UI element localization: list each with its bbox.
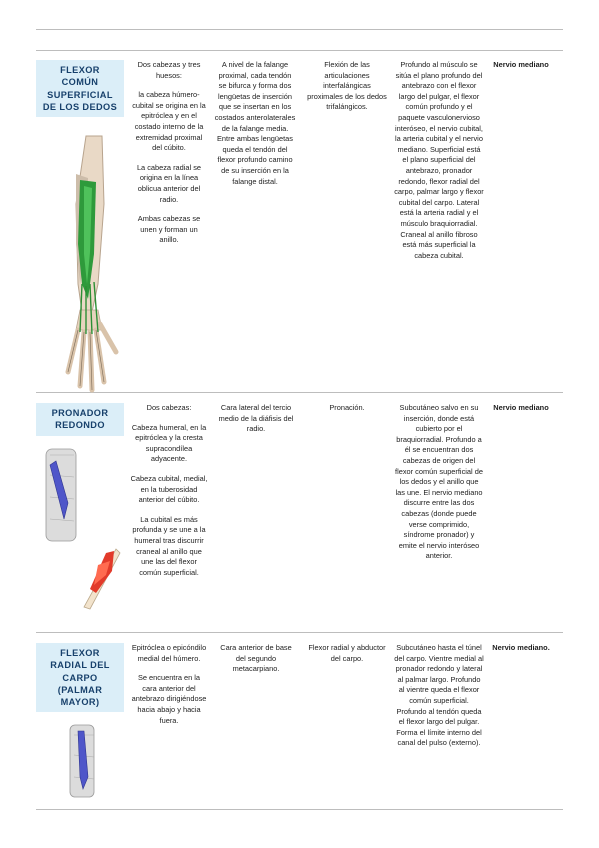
insertion-cell: A nivel de la falange proximal, cada ten… — [214, 60, 296, 196]
muscle-row-flexor-radial-del-carpo: FLEXOR RADIAL DEL CARPO (PALMAR MAYOR) E… — [36, 643, 563, 807]
nerve-cell: Nervio mediano — [484, 403, 558, 423]
muscle-name-box: PRONADOR REDONDO — [36, 403, 124, 436]
origin-text: Dos cabezas y tres huesos: — [137, 60, 201, 80]
origin-text: Dos cabezas: — [146, 403, 192, 412]
origin-text: Cabeza cubital, medial, en la tuberosida… — [130, 473, 208, 505]
nerve-text: Nervio mediano — [493, 60, 549, 69]
action-cell: Flexor radial y abductor del carpo. — [306, 643, 388, 673]
muscle-row-flexor-comun-superficial: FLEXOR COMÚN SUPERFICIAL DE LOS DEDOS Do… — [36, 60, 563, 393]
insertion-text: Cara anterior de base del segundo metaca… — [220, 643, 292, 674]
nerve-cell: Nervio mediano — [484, 60, 558, 80]
origin-text: Epitróclea o epicóndilo medial del húmer… — [131, 643, 207, 663]
muscle-name-line: RADIAL DEL — [50, 660, 110, 671]
origin-text: Ambas cabezas se unen y forman un anillo… — [137, 214, 201, 245]
muscle-name-line: CARPO — [62, 672, 98, 683]
table-bottom-rule — [36, 809, 563, 810]
muscle-name-line: REDONDO — [55, 420, 105, 431]
muscle-name-box: FLEXOR RADIAL DEL CARPO (PALMAR MAYOR) — [36, 643, 124, 713]
action-text: Pronación. — [329, 403, 365, 412]
origin-cell: Epitróclea o epicóndilo medial del húmer… — [130, 643, 208, 735]
action-cell: Pronación. — [306, 403, 388, 423]
nerve-cell: Nervio mediano. — [484, 643, 558, 663]
muscle-name-line: PRONADOR — [51, 408, 109, 418]
action-text: Flexión de las articulaciones interfalán… — [307, 60, 387, 112]
relations-cell: Subcutáneo hasta el túnel del carpo. Vie… — [394, 643, 484, 758]
relations-text: Profundo al músculo se sitúa el plano pr… — [394, 60, 484, 260]
muscle-name-line: SUPERFICIAL — [47, 89, 113, 100]
top-rule — [36, 29, 563, 30]
origin-text: la cabeza húmero-cubital se origina en l… — [132, 90, 206, 153]
row-divider — [36, 392, 563, 393]
relations-text: Subcutáneo salvo en su inserción, donde … — [395, 403, 483, 561]
pronator-forearm-illustration — [45, 448, 77, 542]
muscle-name-line: FLEXOR — [60, 65, 100, 75]
insertion-cell: Cara anterior de base del segundo metaca… — [218, 643, 294, 684]
table-top-rule — [36, 50, 563, 51]
muscle-name-line: (PALMAR — [57, 684, 103, 695]
relations-text: Subcutáneo hasta el túnel del carpo. Vie… — [394, 643, 484, 748]
origin-cell: Dos cabezas y tres huesos: la cabeza húm… — [130, 60, 208, 255]
action-cell: Flexión de las articulaciones interfalán… — [306, 60, 388, 122]
flexor-carpi-radialis-illustration — [69, 724, 95, 798]
muscle-name-line: DE LOS DEDOS — [42, 101, 118, 112]
insertion-text: Cara lateral del tercio medio de la diáf… — [218, 403, 294, 434]
pronator-bone-illustration — [83, 548, 121, 610]
origin-text: La cubital es más profunda y se une a la… — [132, 514, 206, 577]
origin-text: Se encuentra en la cara anterior del ant… — [131, 673, 207, 725]
row-divider — [36, 632, 563, 633]
muscle-name-box: FLEXOR COMÚN SUPERFICIAL DE LOS DEDOS — [36, 60, 124, 118]
muscle-name-line: MAYOR) — [60, 697, 100, 708]
muscle-name-line: FLEXOR — [60, 648, 100, 658]
insertion-text: A nivel de la falange proximal, cada ten… — [214, 60, 296, 186]
origin-text: La cabeza radial se origina en la línea … — [136, 162, 202, 204]
origin-text: Cabeza humeral, en la epitróclea y la cr… — [131, 422, 207, 464]
relations-cell: Subcutáneo salvo en su inserción, donde … — [394, 403, 484, 571]
action-text: Flexor radial y abductor del carpo. — [308, 643, 386, 663]
insertion-cell: Cara lateral del tercio medio de la diáf… — [218, 403, 294, 444]
nerve-text: Nervio mediano — [493, 403, 549, 412]
muscle-name-line: COMÚN — [61, 77, 99, 88]
origin-cell: Dos cabezas: Cabeza humeral, en la epitr… — [130, 403, 208, 587]
forearm-flexor-illustration — [65, 135, 119, 393]
muscle-row-pronador-redondo: PRONADOR REDONDO Dos cabezas: Cabeza hum… — [36, 403, 563, 628]
relations-cell: Profundo al músculo se sitúa el plano pr… — [394, 60, 484, 270]
nerve-text: Nervio mediano. — [492, 643, 550, 652]
